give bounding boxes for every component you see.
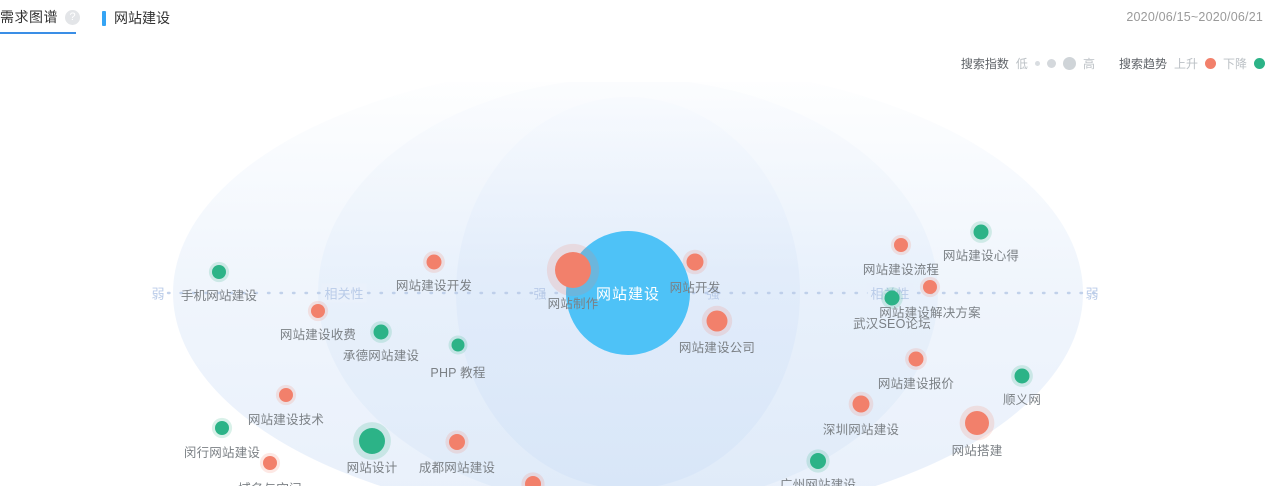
legend-search-trend-title: 搜索趋势 bbox=[1118, 57, 1167, 71]
graph-node-bubble[interactable] bbox=[449, 434, 465, 450]
graph-node-label[interactable]: PHP 教程 bbox=[430, 366, 486, 380]
graph-node-label[interactable]: 网站建设解决方案 bbox=[879, 306, 981, 320]
tab-active-underline bbox=[0, 32, 76, 34]
graph-node-label[interactable]: 顺义网 bbox=[1002, 393, 1042, 407]
axis-left-weak-label: 弱 bbox=[151, 286, 165, 302]
legend-trend-down-label: 下降 bbox=[1222, 57, 1247, 71]
keyword-title: 网站建设 bbox=[102, 8, 170, 28]
graph-node-bubble[interactable] bbox=[894, 238, 908, 252]
graph-node-bubble[interactable] bbox=[908, 351, 924, 367]
center-node-label: 网站建设 bbox=[595, 285, 660, 303]
legend-search-trend: 搜索趋势 上升 下降 bbox=[1119, 55, 1265, 72]
page-header: 需求图谱 ? 网站建设 2020/06/15~2020/06/21 bbox=[0, 0, 1275, 36]
date-range-label: 2020/06/15~2020/06/21 bbox=[1126, 10, 1263, 24]
graph-node-label[interactable]: 网站建设心得 bbox=[942, 249, 1020, 263]
graph-node-bubble[interactable] bbox=[965, 411, 989, 435]
graph-node-label[interactable]: 手机网站建设 bbox=[180, 289, 258, 303]
graph-node-bubble[interactable] bbox=[359, 428, 385, 454]
legend-trend-up-dot-icon bbox=[1204, 58, 1216, 69]
graph-node-label[interactable]: 域名与空间 bbox=[238, 478, 302, 486]
legend-dot-large-icon bbox=[1062, 57, 1076, 70]
graph-node-bubble[interactable] bbox=[1014, 368, 1030, 384]
graph-node-bubble[interactable] bbox=[311, 304, 325, 318]
graph-node-label[interactable]: 深圳网站建设 bbox=[822, 423, 900, 437]
graph-node-bubble[interactable] bbox=[923, 280, 937, 294]
tab-demand-graph[interactable]: 需求图谱 ? bbox=[0, 7, 80, 27]
chart-legend: 搜索指数 低 高 搜索趋势 上升 下降 bbox=[961, 55, 1265, 72]
graph-node-bubble[interactable] bbox=[555, 252, 591, 288]
graph-node-label[interactable]: 网站建设技术 bbox=[247, 413, 325, 427]
graph-node-bubble[interactable] bbox=[686, 253, 704, 271]
axis-left-strong-label: 强 bbox=[533, 286, 547, 302]
graph-node-label[interactable]: 武汉SEO论坛 bbox=[853, 317, 931, 331]
graph-node-bubble[interactable] bbox=[852, 395, 870, 413]
graph-node-bubble[interactable] bbox=[373, 324, 389, 340]
keyword-marker-bar bbox=[102, 10, 106, 26]
axis-right-strong-label: 强 bbox=[706, 286, 720, 302]
legend-dot-small-icon bbox=[1034, 61, 1040, 66]
graph-node-label[interactable]: 网站建设公司 bbox=[678, 341, 756, 355]
graph-node-label[interactable]: 承德网站建设 bbox=[342, 349, 420, 363]
graph-node-bubble[interactable] bbox=[884, 290, 900, 306]
graph-node-label[interactable]: 网站设计 bbox=[346, 461, 398, 475]
graph-node-bubble[interactable] bbox=[279, 388, 293, 402]
graph-node-label[interactable]: 网站搭建 bbox=[951, 444, 1003, 458]
legend-trend-up-label: 上升 bbox=[1173, 57, 1198, 71]
graph-node-bubble[interactable] bbox=[451, 338, 465, 352]
graph-node-bubble[interactable] bbox=[212, 265, 226, 279]
graph-node-label[interactable]: 广州网站建设 bbox=[779, 478, 857, 486]
graph-node-label[interactable]: 网站建设收费 bbox=[279, 328, 357, 342]
graph-node-label[interactable]: 网站开发 bbox=[669, 281, 721, 295]
demand-graph-canvas: 弱 相关性 强 强 相关性 弱 网站建设 手机网站建设网站建设收费承德网站建设网… bbox=[0, 82, 1275, 486]
graph-node-bubble[interactable] bbox=[263, 456, 277, 470]
graph-node-label[interactable]: 网站制作 bbox=[547, 297, 599, 311]
graph-node-bubble[interactable] bbox=[525, 476, 541, 486]
question-mark-icon[interactable]: ? bbox=[65, 9, 80, 25]
legend-trend-down-dot-icon bbox=[1254, 58, 1265, 69]
graph-node-bubble[interactable] bbox=[706, 310, 728, 332]
graph-node-bubble[interactable] bbox=[215, 421, 229, 435]
graph-node-bubble[interactable] bbox=[973, 224, 989, 240]
graph-node-label[interactable]: 网站建设流程 bbox=[862, 263, 940, 277]
legend-dot-medium-icon bbox=[1046, 59, 1056, 68]
legend-index-high-label: 高 bbox=[1082, 57, 1095, 71]
graph-node-label[interactable]: 成都网站建设 bbox=[418, 461, 496, 475]
axis-right-weak-label: 弱 bbox=[1085, 286, 1099, 302]
graph-node-label[interactable]: 网站建设报价 bbox=[877, 377, 955, 391]
legend-index-low-label: 低 bbox=[1015, 57, 1028, 71]
graph-node-bubble[interactable] bbox=[426, 254, 442, 270]
tab-demand-graph-label: 需求图谱 bbox=[0, 9, 58, 25]
keyword-title-label: 网站建设 bbox=[114, 10, 170, 26]
legend-search-index: 搜索指数 低 高 bbox=[961, 55, 1095, 72]
center-node[interactable]: 网站建设 bbox=[566, 231, 690, 355]
graph-node-label[interactable]: 网站建设开发 bbox=[395, 279, 473, 293]
legend-search-index-title: 搜索指数 bbox=[960, 57, 1009, 71]
graph-node-bubble[interactable] bbox=[810, 453, 826, 469]
graph-node-label[interactable]: 闵行网站建设 bbox=[183, 446, 261, 460]
axis-left-mid-label: 相关性 bbox=[321, 283, 367, 303]
